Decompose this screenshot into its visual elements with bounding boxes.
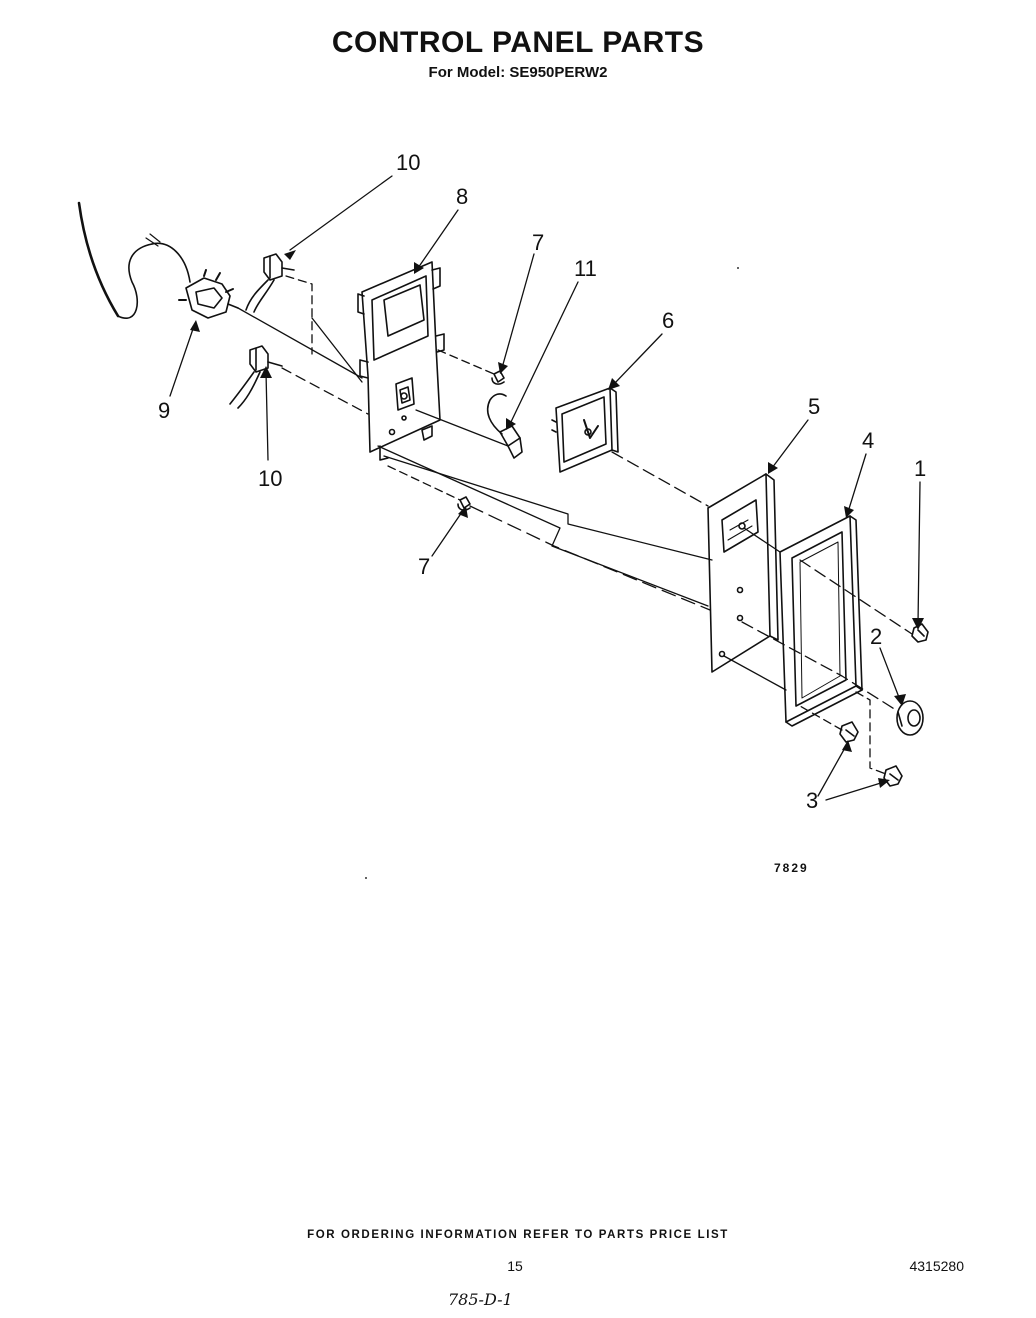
clock-part-6 <box>551 387 619 473</box>
leader-lines <box>169 175 921 801</box>
scan-specks <box>365 267 739 879</box>
callout-11: 11 <box>574 256 597 281</box>
callout-2: 2 <box>870 624 882 649</box>
switch-part-10-top <box>245 253 295 313</box>
callout-7-bottom: 7 <box>418 554 430 579</box>
ordering-information-note: FOR ORDERING INFORMATION REFER TO PARTS … <box>307 1229 729 1241</box>
callout-labels: 10 8 7 11 6 9 10 7 5 4 1 2 3 7829 <box>158 150 926 875</box>
control-panel-part-5 <box>707 473 779 673</box>
callout-4: 4 <box>862 428 874 453</box>
connector-part-9 <box>178 269 239 319</box>
wire-harness <box>77 201 191 319</box>
callout-1: 1 <box>914 456 926 481</box>
screw-part-1 <box>911 623 929 643</box>
page-number: 15 <box>507 1258 523 1274</box>
callout-5: 5 <box>808 394 820 419</box>
document-number: 4315280 <box>909 1258 964 1274</box>
bracket-part-8 <box>357 261 445 461</box>
assembly-lines <box>237 275 913 775</box>
knob-part-2 <box>896 700 924 736</box>
screw-part-3-b <box>883 765 903 787</box>
handwritten-note: 785-D-1 <box>448 1290 513 1309</box>
callout-7-top: 7 <box>532 230 544 255</box>
callout-3: 3 <box>806 788 818 813</box>
trim-frame-part-4 <box>779 515 863 727</box>
drawing-number: 7829 <box>774 861 809 875</box>
callout-6: 6 <box>662 308 674 333</box>
callout-10-top: 10 <box>396 150 420 175</box>
pin-part-7-bottom <box>457 496 471 511</box>
model-subtitle: For Model: SE950PERW2 <box>428 64 608 81</box>
lamp-part-11 <box>486 393 523 459</box>
switch-part-10-bottom <box>229 345 283 409</box>
callout-9: 9 <box>158 398 170 423</box>
callout-10-bottom: 10 <box>258 466 282 491</box>
callout-8: 8 <box>456 184 468 209</box>
page-title: CONTROL PANEL PARTS <box>331 26 705 59</box>
pin-part-7-top <box>491 370 505 385</box>
leader-arrowheads <box>190 250 924 788</box>
screw-part-3-a <box>839 721 859 743</box>
